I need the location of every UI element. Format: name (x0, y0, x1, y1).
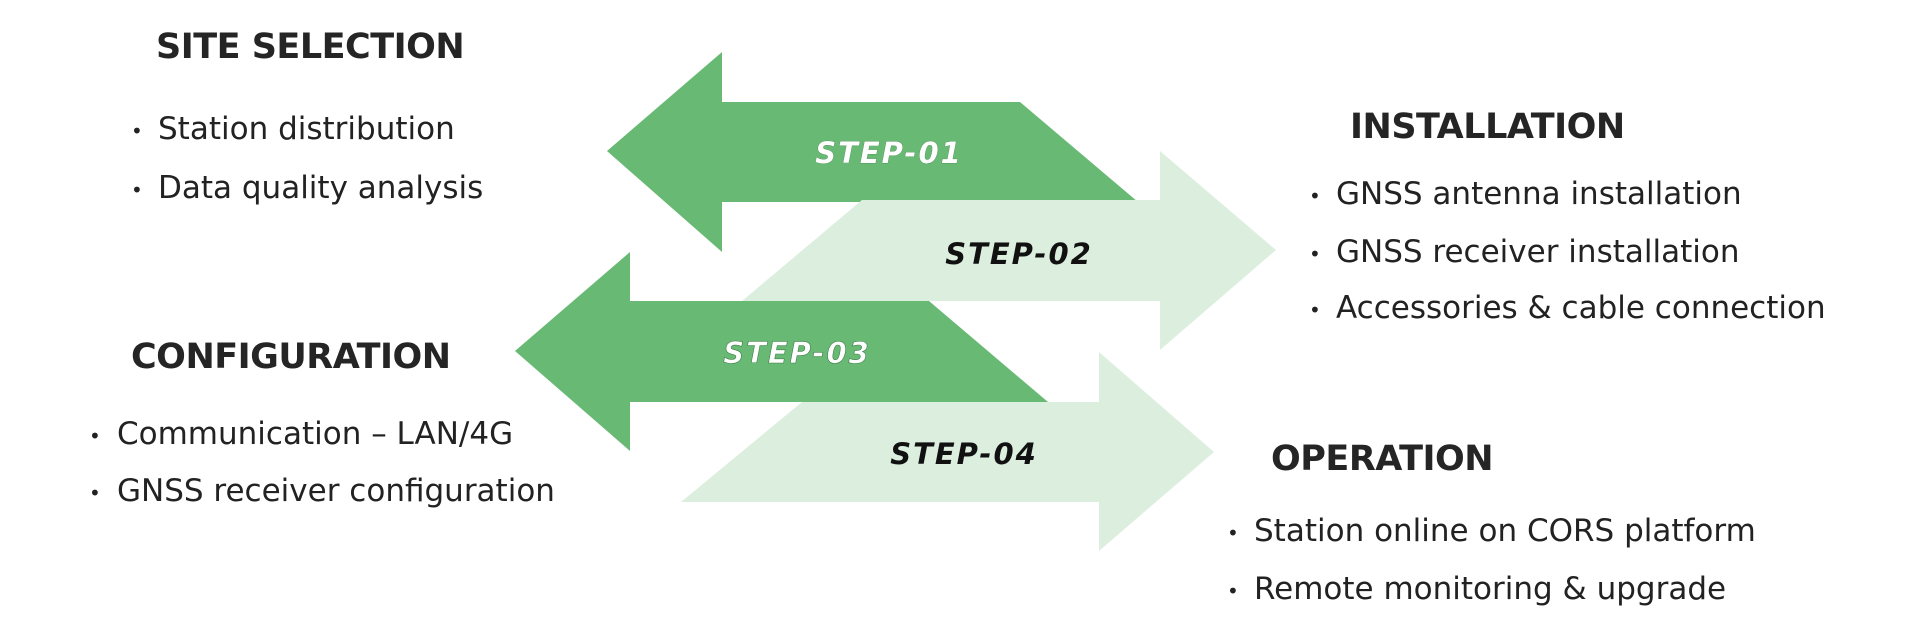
bullet-icon: • (1309, 184, 1321, 208)
list-item: Data quality analysis (158, 170, 484, 206)
configuration-title: CONFIGURATION (131, 337, 451, 377)
list-item: Accessories & cable connection (1336, 290, 1826, 326)
list-item: Station online on CORS platform (1254, 513, 1756, 549)
installation-title: INSTALLATION (1350, 107, 1625, 147)
list-item: Remote monitoring & upgrade (1254, 571, 1727, 607)
bullet-icon: • (1227, 521, 1239, 545)
bullet-icon: • (131, 119, 143, 143)
step-02-arrow (742, 151, 1276, 350)
bullet-icon: • (89, 481, 101, 505)
step-03-arrow (515, 252, 1048, 451)
bullet-icon: • (89, 424, 101, 448)
list-item: Communication – LAN/4G (117, 416, 514, 452)
step-04-arrow (681, 352, 1214, 551)
list-item: GNSS receiver installation (1336, 234, 1740, 270)
step-01-label: STEP-01 (815, 136, 963, 170)
step-02-label: STEP-02 (945, 237, 1093, 271)
bullet-icon: • (1227, 579, 1239, 603)
step-03-label: STEP-03 (723, 336, 871, 370)
bullet-icon: • (1309, 298, 1321, 322)
list-item: GNSS antenna installation (1336, 176, 1742, 212)
list-item: Station distribution (158, 111, 455, 147)
list-item: GNSS receiver configuration (117, 473, 555, 509)
bullet-icon: • (1309, 242, 1321, 266)
operation-title: OPERATION (1271, 439, 1494, 479)
site-selection-title: SITE SELECTION (156, 27, 465, 67)
bullet-icon: • (131, 178, 143, 202)
step-04-label: STEP-04 (890, 437, 1038, 471)
